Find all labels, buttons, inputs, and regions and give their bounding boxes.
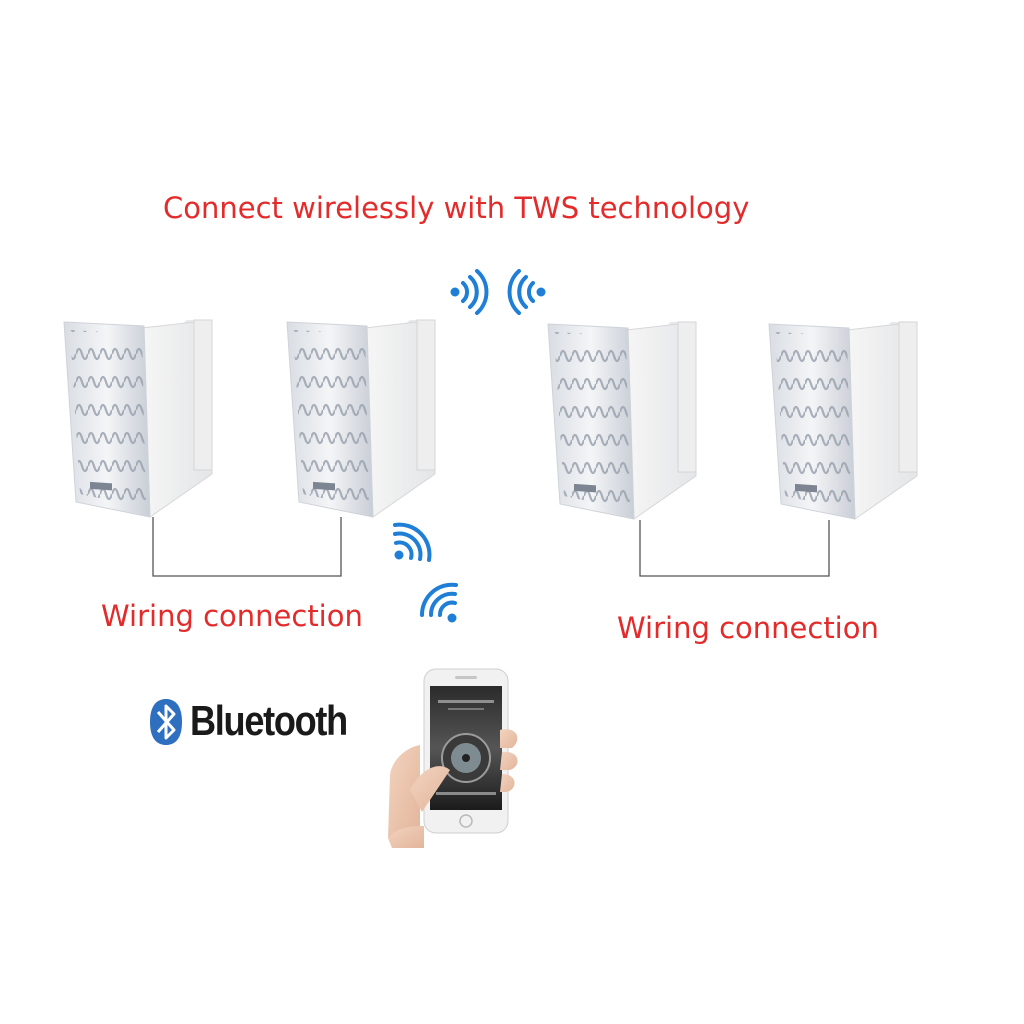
signal-up-left-icon: [393, 522, 432, 562]
tws-title: Connect wirelessly with TWS technology: [163, 191, 750, 225]
bluetooth-icon: [150, 699, 182, 745]
speaker-1: [63, 319, 213, 518]
wire-left: [152, 517, 342, 577]
signal-down-right-icon: [419, 582, 458, 623]
signal-right-icon: [450, 269, 489, 315]
phone-in-hand: [388, 668, 518, 848]
wire-right: [639, 520, 830, 577]
wiring-label-left: Wiring connection: [101, 599, 363, 633]
speaker-3: [547, 321, 697, 520]
speaker-2: [286, 319, 436, 518]
speaker-4: [768, 321, 918, 520]
bluetooth-logo-text: Bluetooth: [190, 697, 348, 744]
signal-left-icon: [507, 269, 546, 315]
wiring-label-right: Wiring connection: [617, 611, 879, 645]
